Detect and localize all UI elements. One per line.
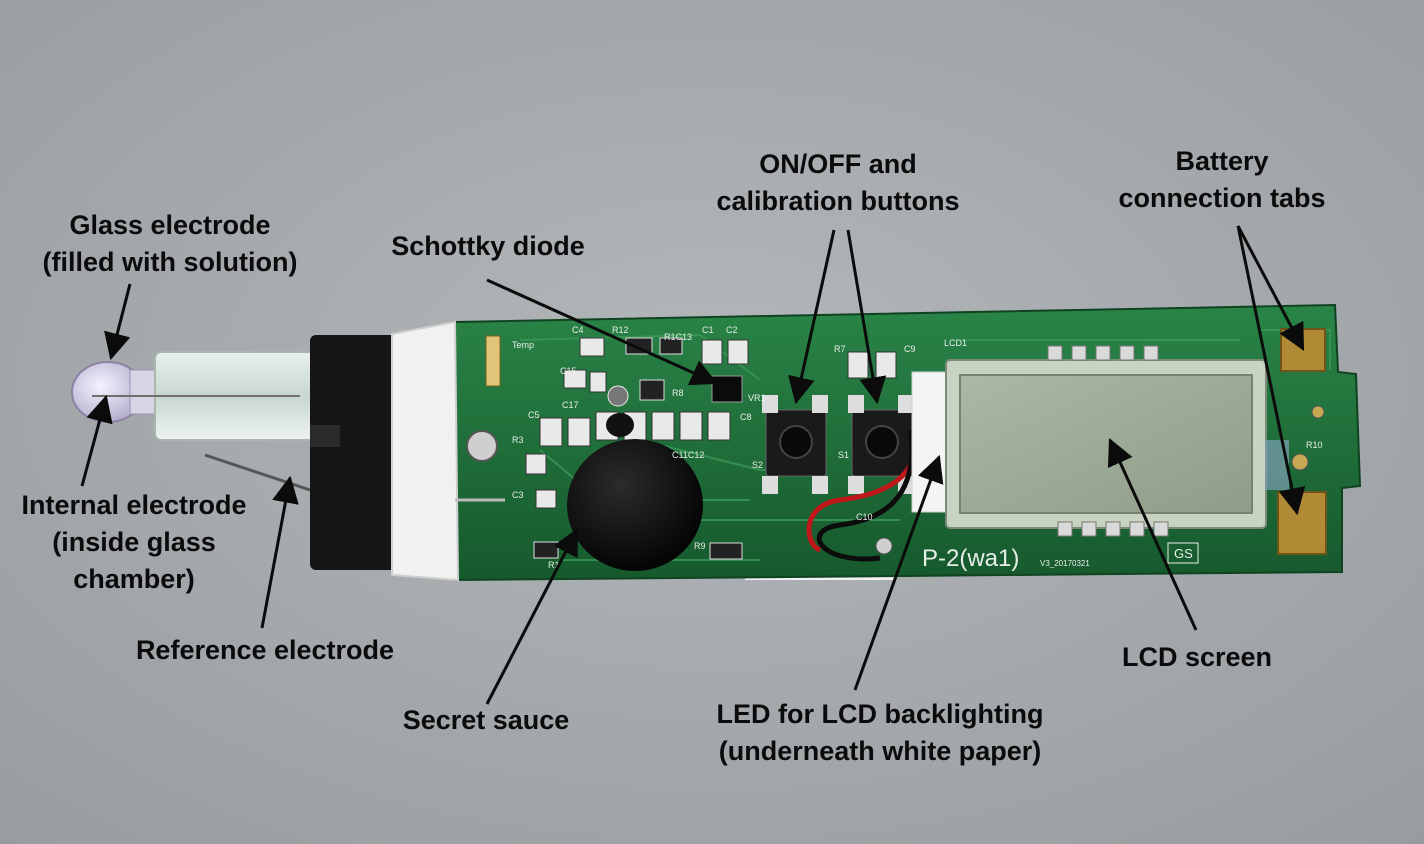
silk-r9: R9 — [694, 541, 706, 551]
label-led-backlight: LED for LCD backlighting (underneath whi… — [717, 696, 1044, 770]
arrow-secret-sauce — [485, 528, 579, 705]
silk-s2: S2 — [752, 460, 763, 470]
silk-c4: C4 — [572, 325, 584, 335]
label-lcd-screen: LCD screen — [1122, 639, 1272, 676]
arrow-button-2 — [846, 229, 887, 405]
black-wire — [816, 429, 914, 562]
label-line: ON/OFF and — [759, 149, 917, 179]
silk-r10: R10 — [1306, 440, 1323, 450]
silk-version: V3_20170321 — [1040, 559, 1090, 568]
label-reference-electrode: Reference electrode — [136, 632, 394, 669]
arrow-battery-tab-top — [1236, 225, 1305, 351]
smd-components — [466, 335, 1325, 560]
label-secret-sauce: Secret sauce — [403, 702, 570, 739]
label-line: Schottky diode — [391, 231, 585, 261]
silk-r8: R8 — [672, 388, 684, 398]
arrow-led — [853, 454, 944, 691]
arrow-lcd-screen — [1107, 437, 1198, 631]
silk-vr1: VR1 — [748, 393, 766, 403]
label-line: Reference electrode — [135, 635, 395, 665]
arrow-glass-electrode — [104, 283, 132, 361]
silk-temp: Temp — [512, 340, 534, 350]
label-internal-electrode: Internal electrode (inside glass chamber… — [21, 487, 246, 598]
battery-tab-bottom — [1277, 491, 1327, 555]
label-line: LCD screen — [1121, 642, 1273, 672]
label-glass-electrode: Glass electrode (filled with solution) — [43, 207, 298, 281]
black-connector — [310, 335, 398, 570]
label-line: (underneath white paper) — [718, 736, 1042, 766]
silk-c9: C9 — [904, 344, 916, 354]
label-line: Battery — [1175, 146, 1269, 176]
glass-electrode-assembly — [71, 320, 505, 582]
silk-s1: S1 — [838, 450, 849, 460]
silk-c2: C2 — [726, 325, 738, 335]
label-line: (filled with solution) — [42, 247, 298, 277]
silk-r12: R12 — [612, 325, 629, 335]
silk-r1: R1 — [548, 560, 560, 570]
silk-c1: C1 — [702, 325, 714, 335]
arrow-schottky-diode — [486, 278, 719, 386]
lcd-module — [945, 345, 1289, 537]
epoxy-blob-top — [606, 413, 634, 437]
silk-c17: C17 — [562, 400, 579, 410]
silk-lcd1: LCD1 — [944, 338, 967, 348]
tactile-buttons — [762, 395, 914, 494]
silk-c8: C8 — [740, 412, 752, 422]
label-line: Internal electrode — [21, 490, 247, 520]
label-line: Secret sauce — [402, 705, 570, 735]
connector-notch — [310, 425, 340, 447]
label-line: (inside glass — [52, 527, 216, 557]
arrow-battery-tab-bottom — [1236, 225, 1306, 516]
silk-r1c13: R1C13 — [664, 332, 692, 342]
silk-c5: C5 — [528, 410, 540, 420]
epoxy-blob — [567, 439, 703, 571]
silk-c11c12: C11C12 — [672, 450, 704, 460]
label-line: LED for LCD backlighting — [716, 699, 1044, 729]
label-line: Glass electrode — [69, 210, 271, 240]
arrow-button-1 — [788, 229, 836, 405]
lcd-display — [959, 374, 1253, 514]
gs-box — [1167, 542, 1199, 564]
silk-r3: R3 — [512, 435, 524, 445]
arrow-internal-electrode — [80, 394, 113, 487]
arrow-reference-electrode — [260, 475, 299, 629]
silk-c10: C10 — [856, 512, 873, 522]
schottky-diode-part — [711, 375, 743, 403]
silk-c15: C15 — [560, 366, 577, 376]
white-sealant — [391, 320, 460, 582]
battery-tab-top — [1280, 328, 1326, 372]
silk-gs: GS — [1174, 546, 1193, 561]
silk-c3: C3 — [512, 490, 524, 500]
silk-r7: R7 — [834, 344, 846, 354]
label-line: connection tabs — [1118, 183, 1326, 213]
label-battery-tabs: Battery connection tabs — [1118, 143, 1325, 217]
silk-model: P-2(wa1) — [922, 545, 1019, 572]
label-line: chamber) — [73, 564, 195, 594]
label-line: calibration buttons — [716, 186, 960, 216]
label-schottky-diode: Schottky diode — [391, 228, 585, 265]
label-buttons: ON/OFF and calibration buttons — [717, 146, 960, 220]
